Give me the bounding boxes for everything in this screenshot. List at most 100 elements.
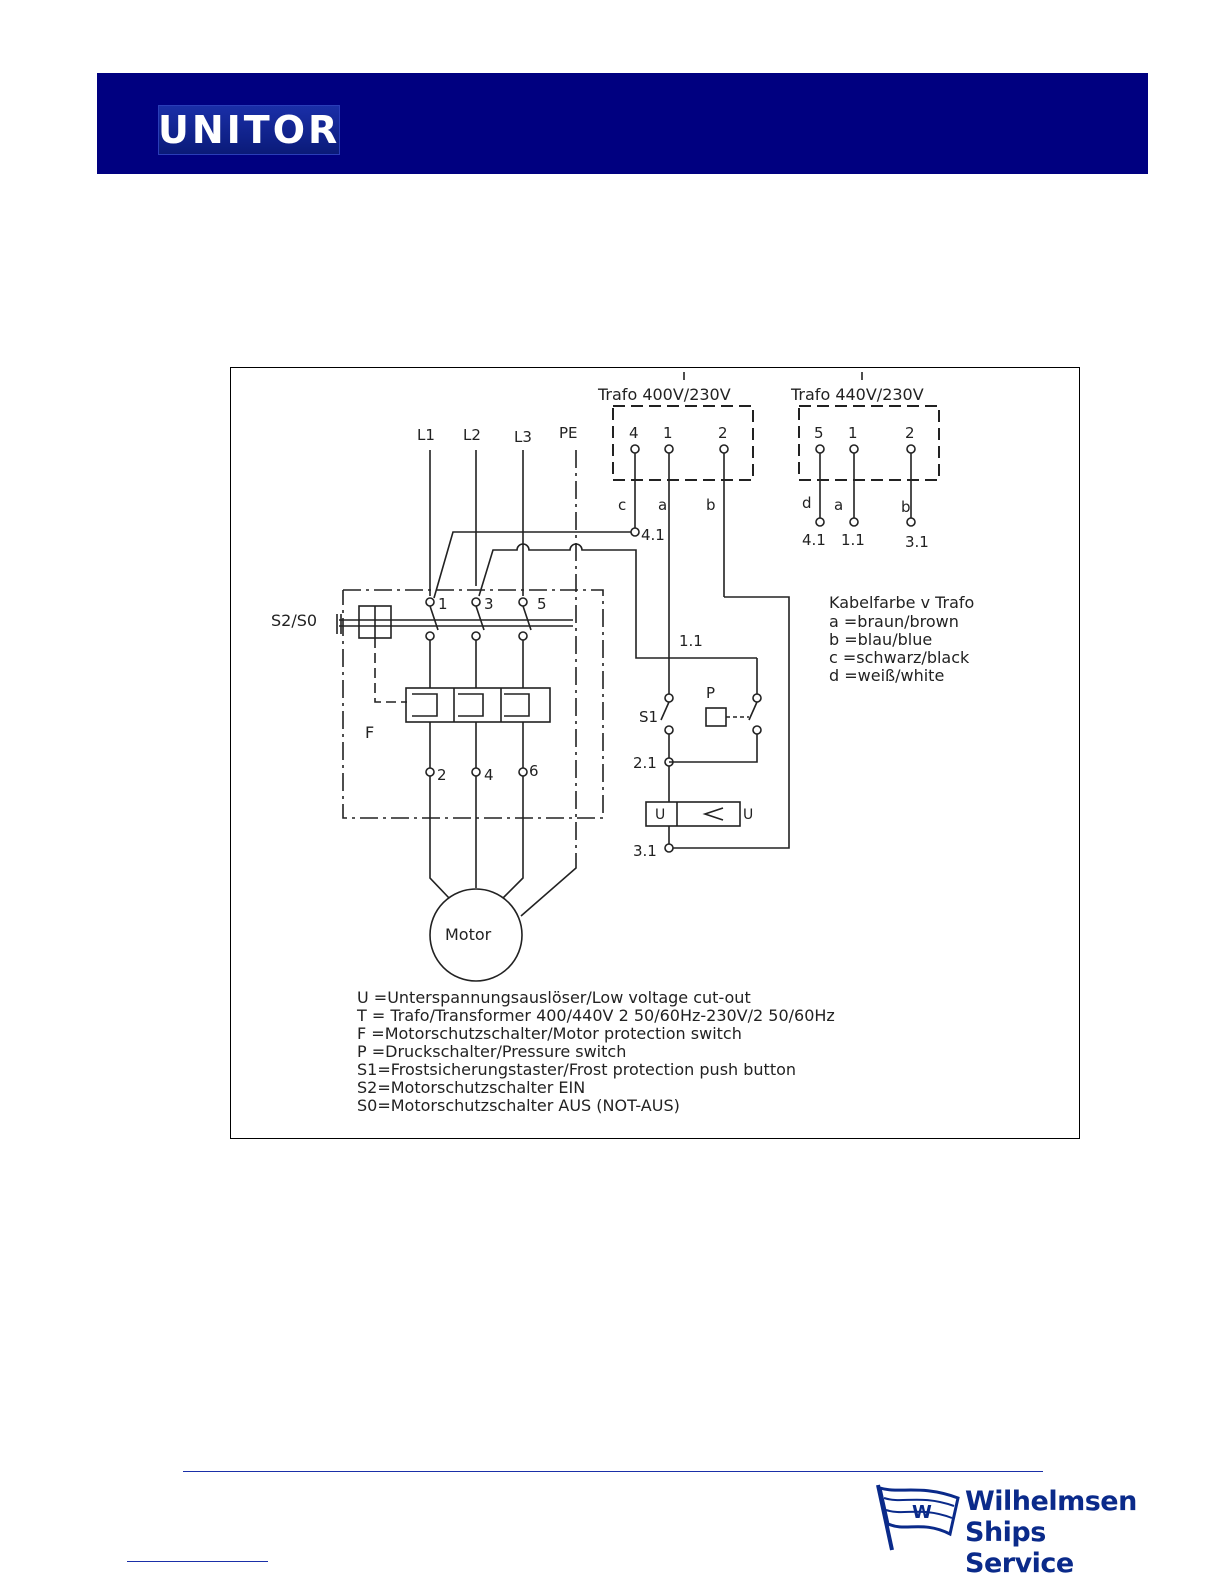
brand-line-2: Ships Service bbox=[965, 1517, 1074, 1579]
label-31: 3.1 bbox=[633, 842, 657, 860]
contact-5b bbox=[518, 631, 528, 641]
trafo-440-terminal-1 bbox=[849, 444, 859, 454]
pressure-switch-p bbox=[705, 707, 727, 727]
legend-s0: S0=Motorschutzschalter AUS (NOT-AUS) bbox=[357, 1096, 680, 1115]
label-contact-5: 5 bbox=[537, 595, 547, 613]
label-11: 1.1 bbox=[679, 632, 703, 650]
motor-pe bbox=[520, 858, 577, 917]
wire-label-b-440: b bbox=[901, 498, 911, 516]
p-contact-top bbox=[752, 693, 762, 703]
contact-6 bbox=[518, 767, 528, 777]
s2s0-link bbox=[374, 638, 407, 703]
motor-circle bbox=[429, 888, 523, 982]
trafo-440-output-41 bbox=[815, 517, 825, 527]
trafo-400-term-4: 4 bbox=[629, 424, 639, 442]
contact-1 bbox=[425, 597, 435, 607]
wire-31-return bbox=[673, 596, 790, 849]
contact-3b bbox=[471, 631, 481, 641]
label-l1: L1 bbox=[417, 426, 435, 444]
relay-f-outer bbox=[405, 687, 551, 723]
label-l3: L3 bbox=[514, 428, 532, 446]
wire-p-to-21 bbox=[669, 734, 758, 763]
logo-text: UNITOR bbox=[158, 108, 341, 152]
legend-u: U =Unterspannungsauslöser/Low voltage cu… bbox=[357, 988, 751, 1007]
brand-text: Wilhelmsen Ships Service bbox=[965, 1486, 1150, 1579]
label-41: 4.1 bbox=[641, 526, 665, 544]
unitor-logo: UNITOR bbox=[158, 105, 340, 155]
motor-feed-3 bbox=[502, 776, 524, 899]
label-contact-3: 3 bbox=[484, 595, 494, 613]
trafo-440-label: Trafo 440V/230V bbox=[790, 385, 924, 404]
output-31: 3.1 bbox=[905, 533, 929, 551]
trafo-440-output-31 bbox=[906, 517, 916, 527]
trafo-440-term-1: 1 bbox=[848, 424, 858, 442]
legend-s1: S1=Frostsicherungstaster/Frost protectio… bbox=[357, 1060, 796, 1079]
label-u-side: U bbox=[743, 807, 753, 823]
trafo-400-terminal-2 bbox=[719, 444, 729, 454]
footer-rule-short bbox=[127, 1561, 268, 1562]
p-blade bbox=[748, 701, 758, 721]
output-41: 4.1 bbox=[802, 531, 826, 549]
motor-label: Motor bbox=[445, 925, 492, 944]
trafo-400-box bbox=[612, 405, 754, 481]
wire-label-c: c bbox=[618, 496, 626, 514]
relay-f-3 bbox=[504, 693, 530, 717]
u-less-than bbox=[702, 807, 724, 821]
legend-f: F =Motorschutzschalter/Motor protection … bbox=[357, 1024, 742, 1043]
label-contact-4: 4 bbox=[484, 766, 494, 784]
protection-enclosure bbox=[342, 589, 604, 819]
wire-label-d: d bbox=[802, 494, 812, 512]
s1-contact-bottom bbox=[664, 725, 674, 735]
trafo-440-output-11 bbox=[849, 517, 859, 527]
trafo-400-terminal-1 bbox=[664, 444, 674, 454]
node-31 bbox=[664, 843, 674, 853]
node-41 bbox=[630, 527, 640, 537]
u-cutout-box bbox=[645, 801, 741, 827]
label-l2: L2 bbox=[463, 426, 481, 444]
wire-3-to-11 bbox=[478, 543, 669, 659]
wilhelmsen-logo: W Wilhelmsen Ships Service bbox=[870, 1480, 1150, 1579]
trafo-400-term-2: 2 bbox=[718, 424, 728, 442]
trafo-400-label: Trafo 400V/230V bbox=[597, 385, 731, 404]
label-contact-2: 2 bbox=[437, 766, 447, 784]
s1-contact-top bbox=[664, 693, 674, 703]
legend-s2: S2=Motorschutzschalter EIN bbox=[357, 1078, 585, 1097]
trafo-440-term-2: 2 bbox=[905, 424, 915, 442]
cable-legend-a: a =braun/brown bbox=[829, 612, 959, 631]
wire-label-a-440: a bbox=[834, 496, 843, 514]
trafo-440-terminal-2 bbox=[906, 444, 916, 454]
trafo-400-terminal-4 bbox=[630, 444, 640, 454]
header-band: UNITOR bbox=[97, 73, 1148, 174]
label-s1: S1 bbox=[639, 708, 658, 726]
wiring-diagram-svg: Trafo 400V/230V Trafo 440V/230V 4 1 2 5 … bbox=[271, 372, 974, 1115]
s1-blade bbox=[660, 701, 670, 721]
flag-icon: W bbox=[876, 1484, 960, 1551]
output-11: 1.1 bbox=[841, 531, 865, 549]
trafo-440-term-5: 5 bbox=[814, 424, 824, 442]
trafo-440-terminal-5 bbox=[815, 444, 825, 454]
wire-41-to-1 bbox=[433, 531, 631, 599]
cable-legend-d: d =weiß/white bbox=[829, 666, 944, 685]
contact-3 bbox=[471, 597, 481, 607]
cable-legend-c: c =schwarz/black bbox=[829, 648, 970, 667]
cable-legend-title: Kabelfarbe v Trafo bbox=[829, 593, 974, 612]
contact-4 bbox=[471, 767, 481, 777]
wiring-diagram: Trafo 400V/230V Trafo 440V/230V 4 1 2 5 … bbox=[230, 367, 1080, 1139]
label-s2s0: S2/S0 bbox=[271, 611, 317, 630]
p-contact-bottom bbox=[752, 725, 762, 735]
contact-5 bbox=[518, 597, 528, 607]
label-p: P bbox=[706, 684, 715, 702]
relay-f-2 bbox=[458, 693, 484, 717]
contact-2 bbox=[425, 767, 435, 777]
cable-legend-b: b =blau/blue bbox=[829, 630, 932, 649]
label-contact-6: 6 bbox=[529, 762, 539, 780]
trafo-400-term-1: 1 bbox=[663, 424, 673, 442]
brand-line-1: Wilhelmsen bbox=[965, 1486, 1137, 1517]
label-u-box: U bbox=[655, 807, 665, 823]
footer-rule bbox=[183, 1471, 1043, 1472]
contact-1b bbox=[425, 631, 435, 641]
wire-label-b: b bbox=[706, 496, 716, 514]
label-contact-1: 1 bbox=[438, 595, 448, 613]
legend-t: T = Trafo/Transformer 400/440V 2 50/60Hz… bbox=[356, 1006, 835, 1025]
relay-f-1 bbox=[412, 693, 438, 717]
